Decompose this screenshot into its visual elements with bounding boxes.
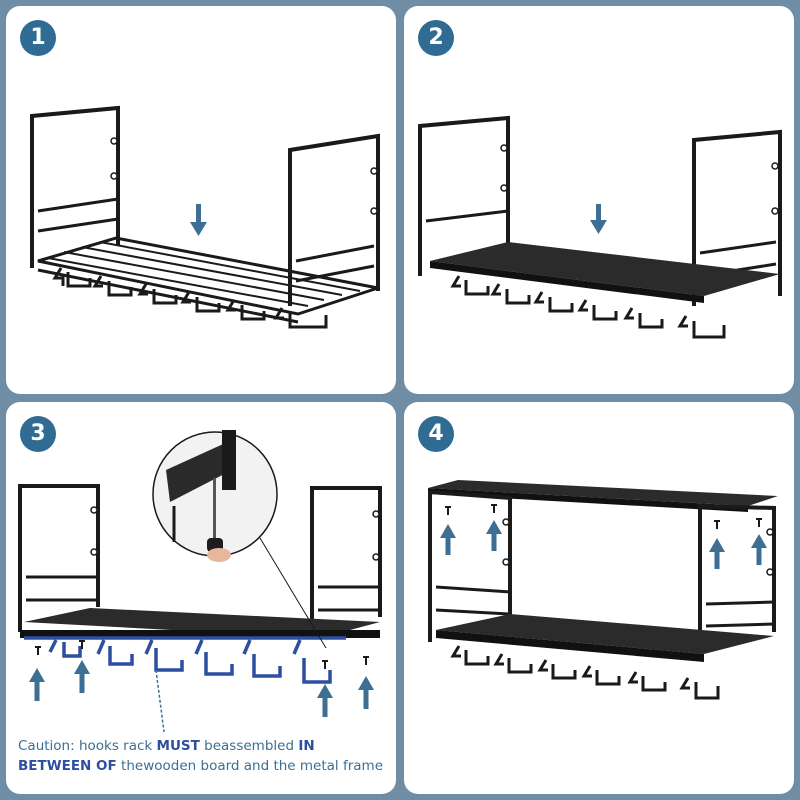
hook-icon [24, 636, 346, 684]
step-badge: 1 [20, 20, 56, 56]
callout-pointer [155, 669, 165, 733]
caption-part1: Caution: hooks rack [18, 738, 157, 754]
step-4-panel: 4 [404, 402, 794, 794]
caption-must: MUST [156, 738, 200, 754]
up-arrow-icon [440, 520, 767, 569]
down-arrow-icon [190, 204, 207, 236]
screwdriver-icon [207, 478, 231, 562]
down-arrow-icon [590, 204, 607, 234]
screw-icon [35, 640, 369, 669]
step-badge: 3 [20, 416, 56, 452]
step-3-panel: 3 [6, 402, 396, 794]
up-arrow-icon [29, 660, 374, 717]
wooden-board [430, 242, 780, 296]
board-insert-illustration [418, 115, 782, 339]
top-shelf-illustration [428, 480, 778, 700]
caption-in-between: IN BETWEEN OF [18, 738, 315, 774]
caption-part3: thewooden board and the metal frame [116, 758, 384, 774]
hook-icon [52, 267, 328, 329]
screw-icon [445, 504, 762, 529]
step-badge: 4 [418, 416, 454, 452]
step-1-panel: 1 [6, 6, 396, 394]
caution-caption: Caution: hooks rack MUST beassembled IN … [18, 736, 388, 776]
hook-icon [450, 275, 726, 339]
zoom-callout [152, 430, 327, 649]
wooden-board [436, 614, 774, 654]
top-wooden-board [428, 480, 778, 506]
step-badge: 2 [418, 20, 454, 56]
step-2-panel: 2 [404, 6, 794, 394]
frame-only-illustration [30, 105, 380, 329]
hook-icon [450, 645, 720, 700]
hooks-rack-illustration [18, 430, 382, 733]
caption-part2: beassembled [199, 738, 299, 754]
